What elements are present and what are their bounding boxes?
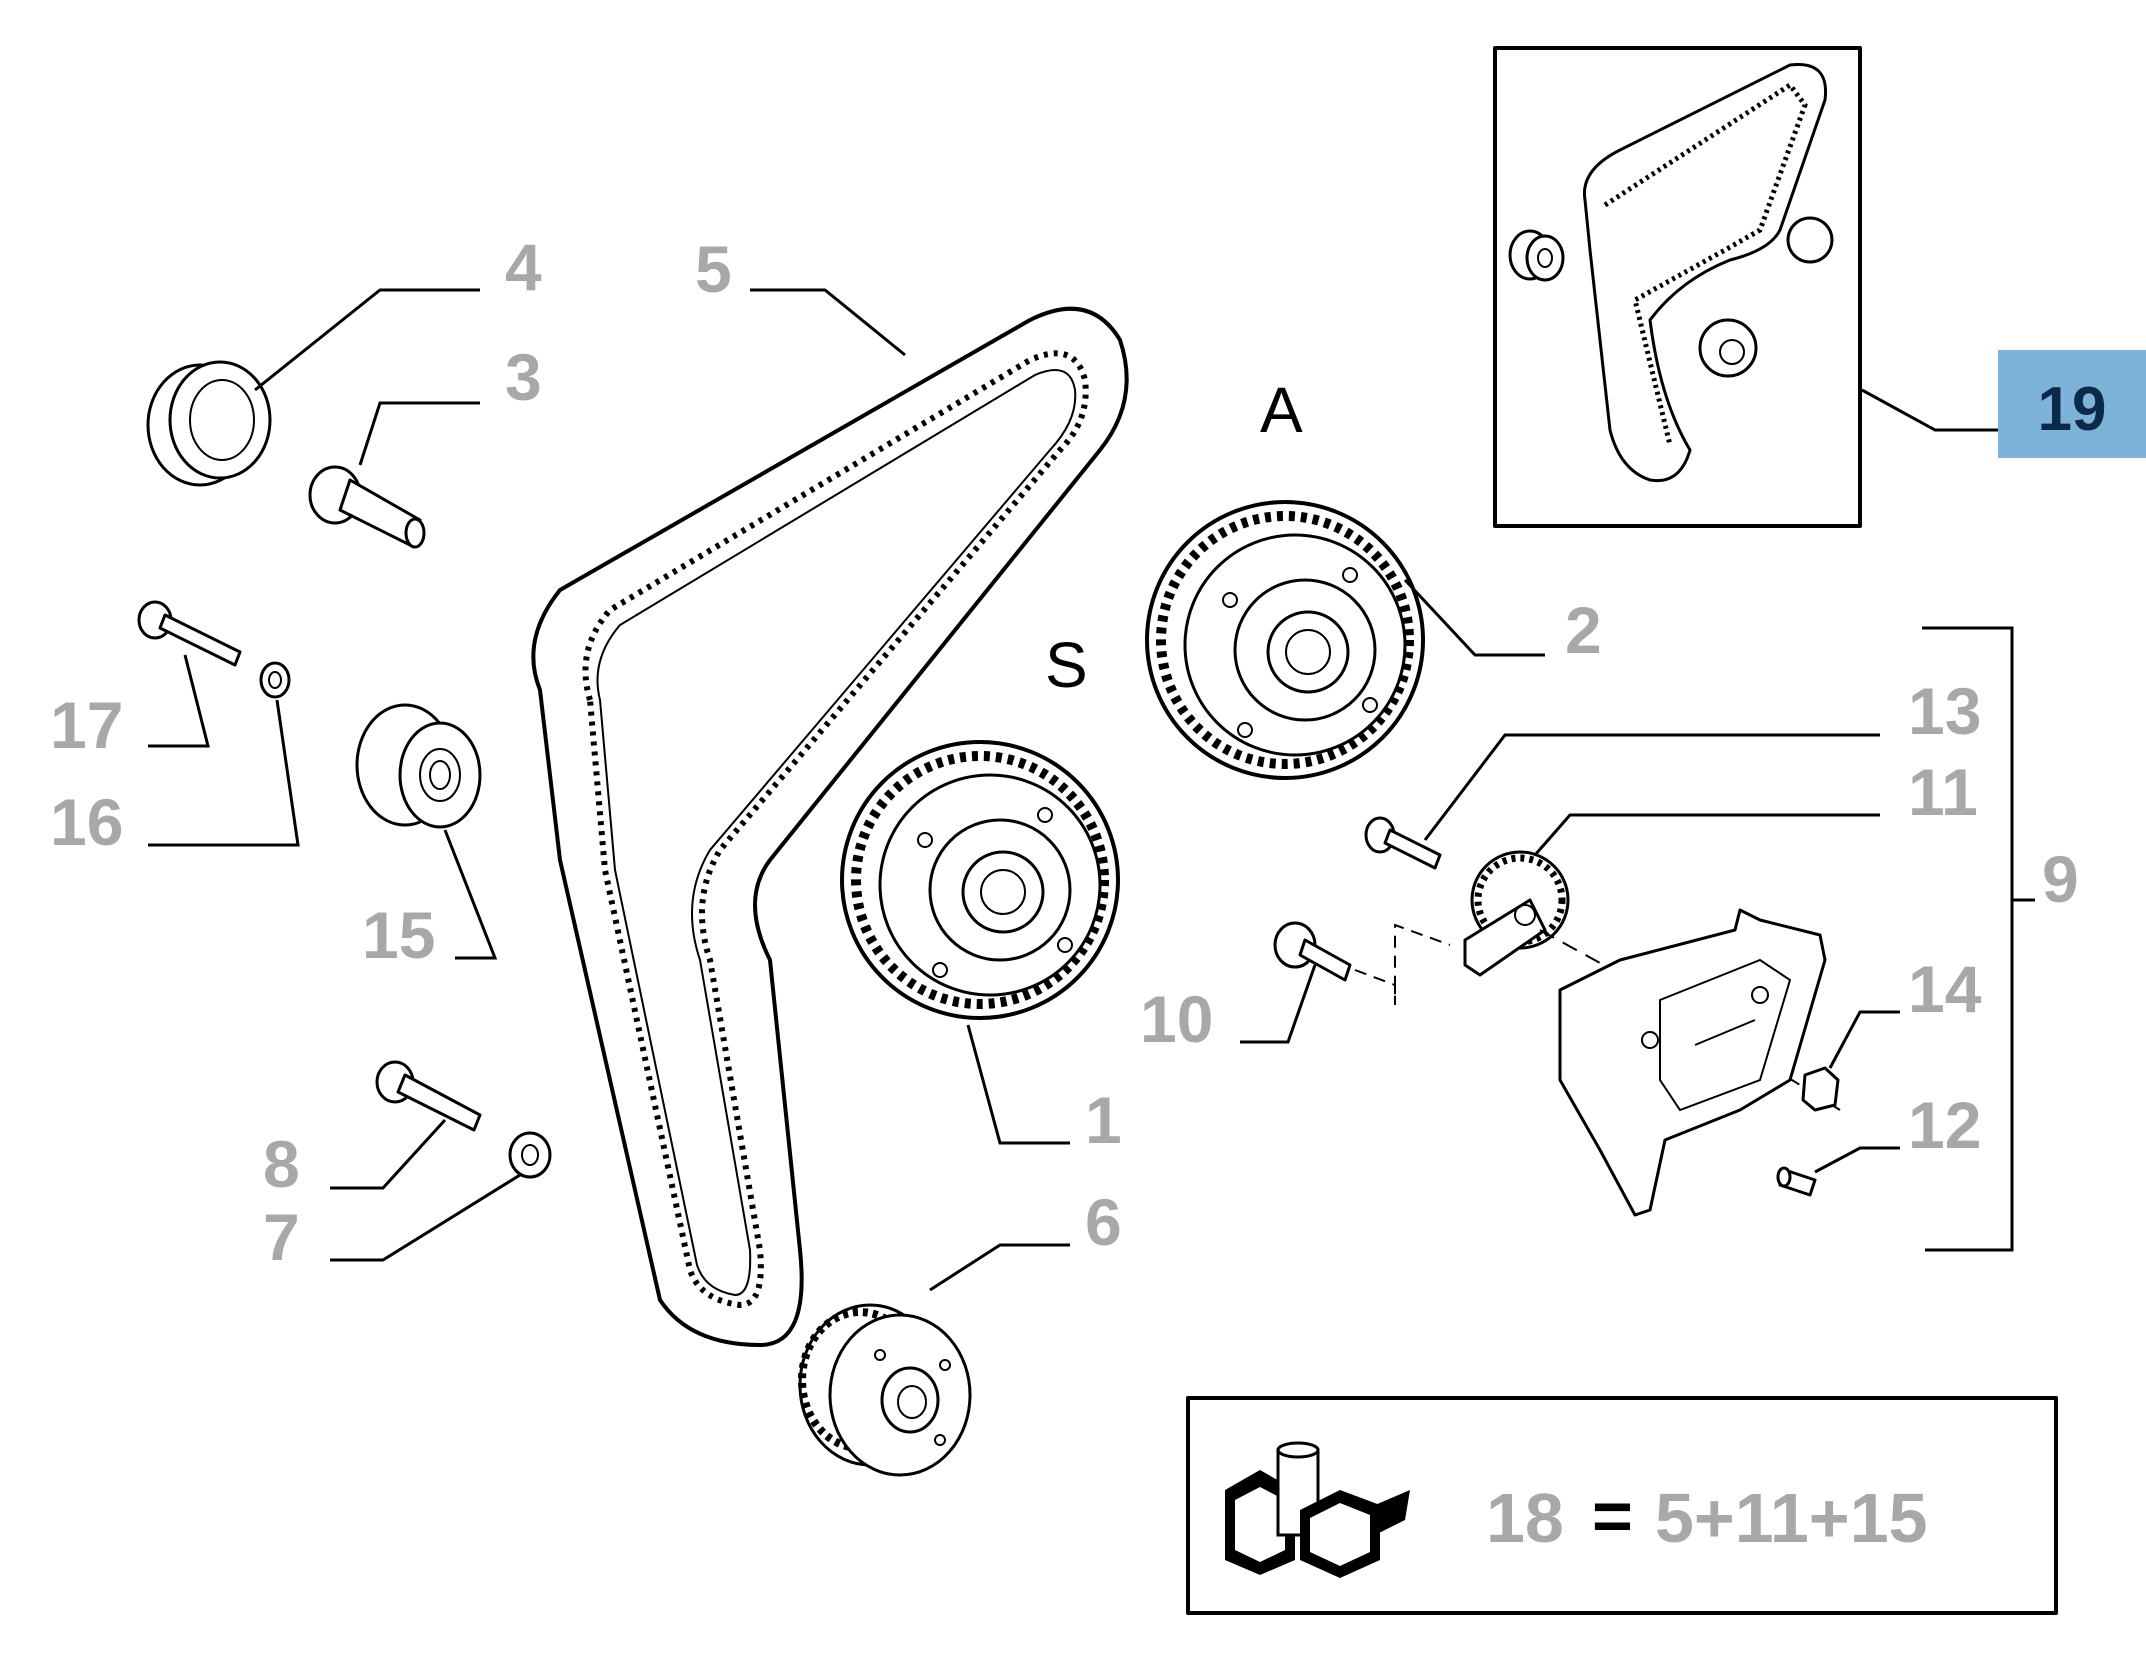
callout-6: 6 [1085,1185,1122,1259]
callout-16: 16 [50,785,123,859]
washer-7 [508,1131,552,1179]
kit-19-badge: 19 [1998,350,2146,458]
callout-14: 14 [1908,952,1982,1026]
bolt-8 [375,1060,482,1132]
tensioner-bracket [1558,908,1827,1217]
callout-labels: 4 3 5 2 17 16 15 1 6 8 7 13 11 9 10 14 1… [50,230,2079,1274]
oil-seal [146,360,272,487]
callout-4: 4 [505,230,542,304]
tensioner-bolt-10 [1273,921,1352,982]
dowel-12 [1776,1166,1817,1197]
marker-a: A [1260,374,1303,446]
leader-lines [148,288,2035,1292]
callout-2: 2 [1565,593,1602,667]
callout-10: 10 [1140,982,1213,1056]
callout-13: 13 [1908,674,1981,748]
callout-1: 1 [1085,1083,1122,1157]
callout-7: 7 [263,1200,300,1274]
kit-formula-lhs: 18 [1486,1479,1564,1557]
kit-formula-equals: = [1592,1477,1633,1555]
kit-19-inset [1493,46,1862,528]
callout-3: 3 [505,340,542,414]
callout-11: 11 [1908,755,1978,829]
crankshaft-sprocket [798,1303,972,1477]
callout-5: 5 [695,232,732,306]
washer-16 [259,661,291,699]
callout-12: 12 [1908,1088,1981,1162]
camshaft-sprocket-intake [840,740,1120,1020]
sprocket-bolt [308,465,426,549]
kit-formula-box: 18 = 5+11+15 [1186,1396,2058,1615]
timing-belt [531,306,1129,1347]
marker-s: S [1045,629,1088,701]
tensioner-pulley-11 [1463,850,1570,977]
callout-17: 17 [50,688,123,762]
nut-14 [1801,1066,1840,1112]
camshaft-sprocket-exhaust [1145,500,1425,780]
kit-formula-rhs: 5+11+15 [1655,1479,1928,1557]
parts-kit-icon [1225,1441,1410,1578]
callout-8: 8 [263,1127,300,1201]
tensioner-bolt-13 [1364,816,1442,870]
kit-19-label: 19 [2038,375,2107,444]
idler-pulley [355,703,482,829]
callout-15: 15 [362,898,435,972]
idler-bolt-17 [137,600,242,667]
callout-9: 9 [2042,842,2079,916]
